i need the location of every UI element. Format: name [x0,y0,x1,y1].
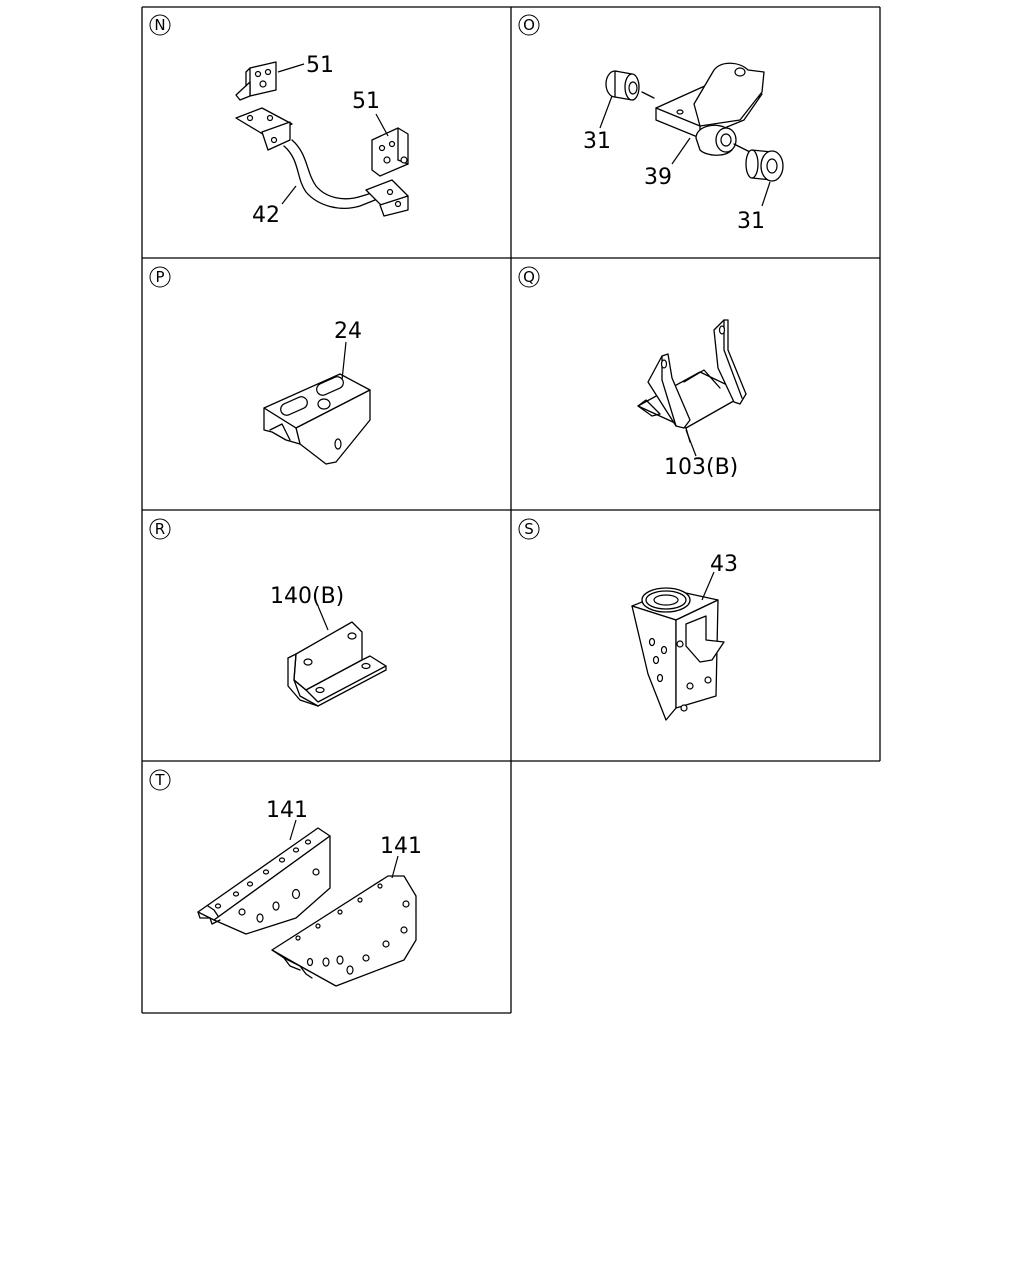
panel-o-letter: O [523,16,535,34]
panel-p-letter: P [155,268,164,286]
spring-hanger-103b [637,319,747,443]
bushing-31-right [745,149,784,182]
part-label-141-lower: 141 [380,834,422,859]
panel-s-letter: S [524,520,534,538]
panel-q-letter: Q [523,268,535,286]
part-label-103b: 103(B) [664,455,738,480]
bracket-51-upper [235,61,277,101]
panel-p: P 24 [149,266,371,465]
part-label-24: 24 [334,319,362,344]
panel-n: N [149,14,409,228]
hanger-bracket-39 [655,62,765,156]
panel-t-id: T [149,769,171,791]
panel-s: S 43 [518,518,738,721]
part-label-31-right: 31 [737,209,765,234]
bracket-43 [631,587,725,721]
plate-141-lower [271,875,417,987]
angle-bracket-140b [287,621,387,707]
panel-p-id: P [149,266,171,288]
bushing-31-left [605,70,655,101]
part-label-42: 42 [252,203,280,228]
bracket-51-right [371,127,409,177]
panel-n-letter: N [154,16,165,34]
panel-t: T [149,769,422,987]
panel-r-id: R [149,518,171,540]
panel-o: O 31 [518,14,784,234]
panel-grid [141,6,881,1014]
panel-r: R 140(B) [149,518,387,707]
panel-o-id: O [518,14,540,36]
part-label-51-right: 51 [352,89,380,114]
part-label-141-upper: 141 [266,798,308,823]
panel-q: Q 103(B) [518,266,747,480]
part-label-140b: 140(B) [270,584,344,609]
panel-r-letter: R [155,520,165,538]
crossmember-42 [235,107,409,217]
plate-141-upper [197,827,331,935]
panel-s-id: S [518,518,540,540]
part-label-51-upper: 51 [306,53,334,78]
part-label-39: 39 [644,165,672,190]
panel-t-letter: T [154,771,165,789]
panel-q-id: Q [518,266,540,288]
part-label-31-left: 31 [583,129,611,154]
panel-n-id: N [149,14,171,36]
part-label-43: 43 [710,552,738,577]
bracket-24 [263,373,371,465]
